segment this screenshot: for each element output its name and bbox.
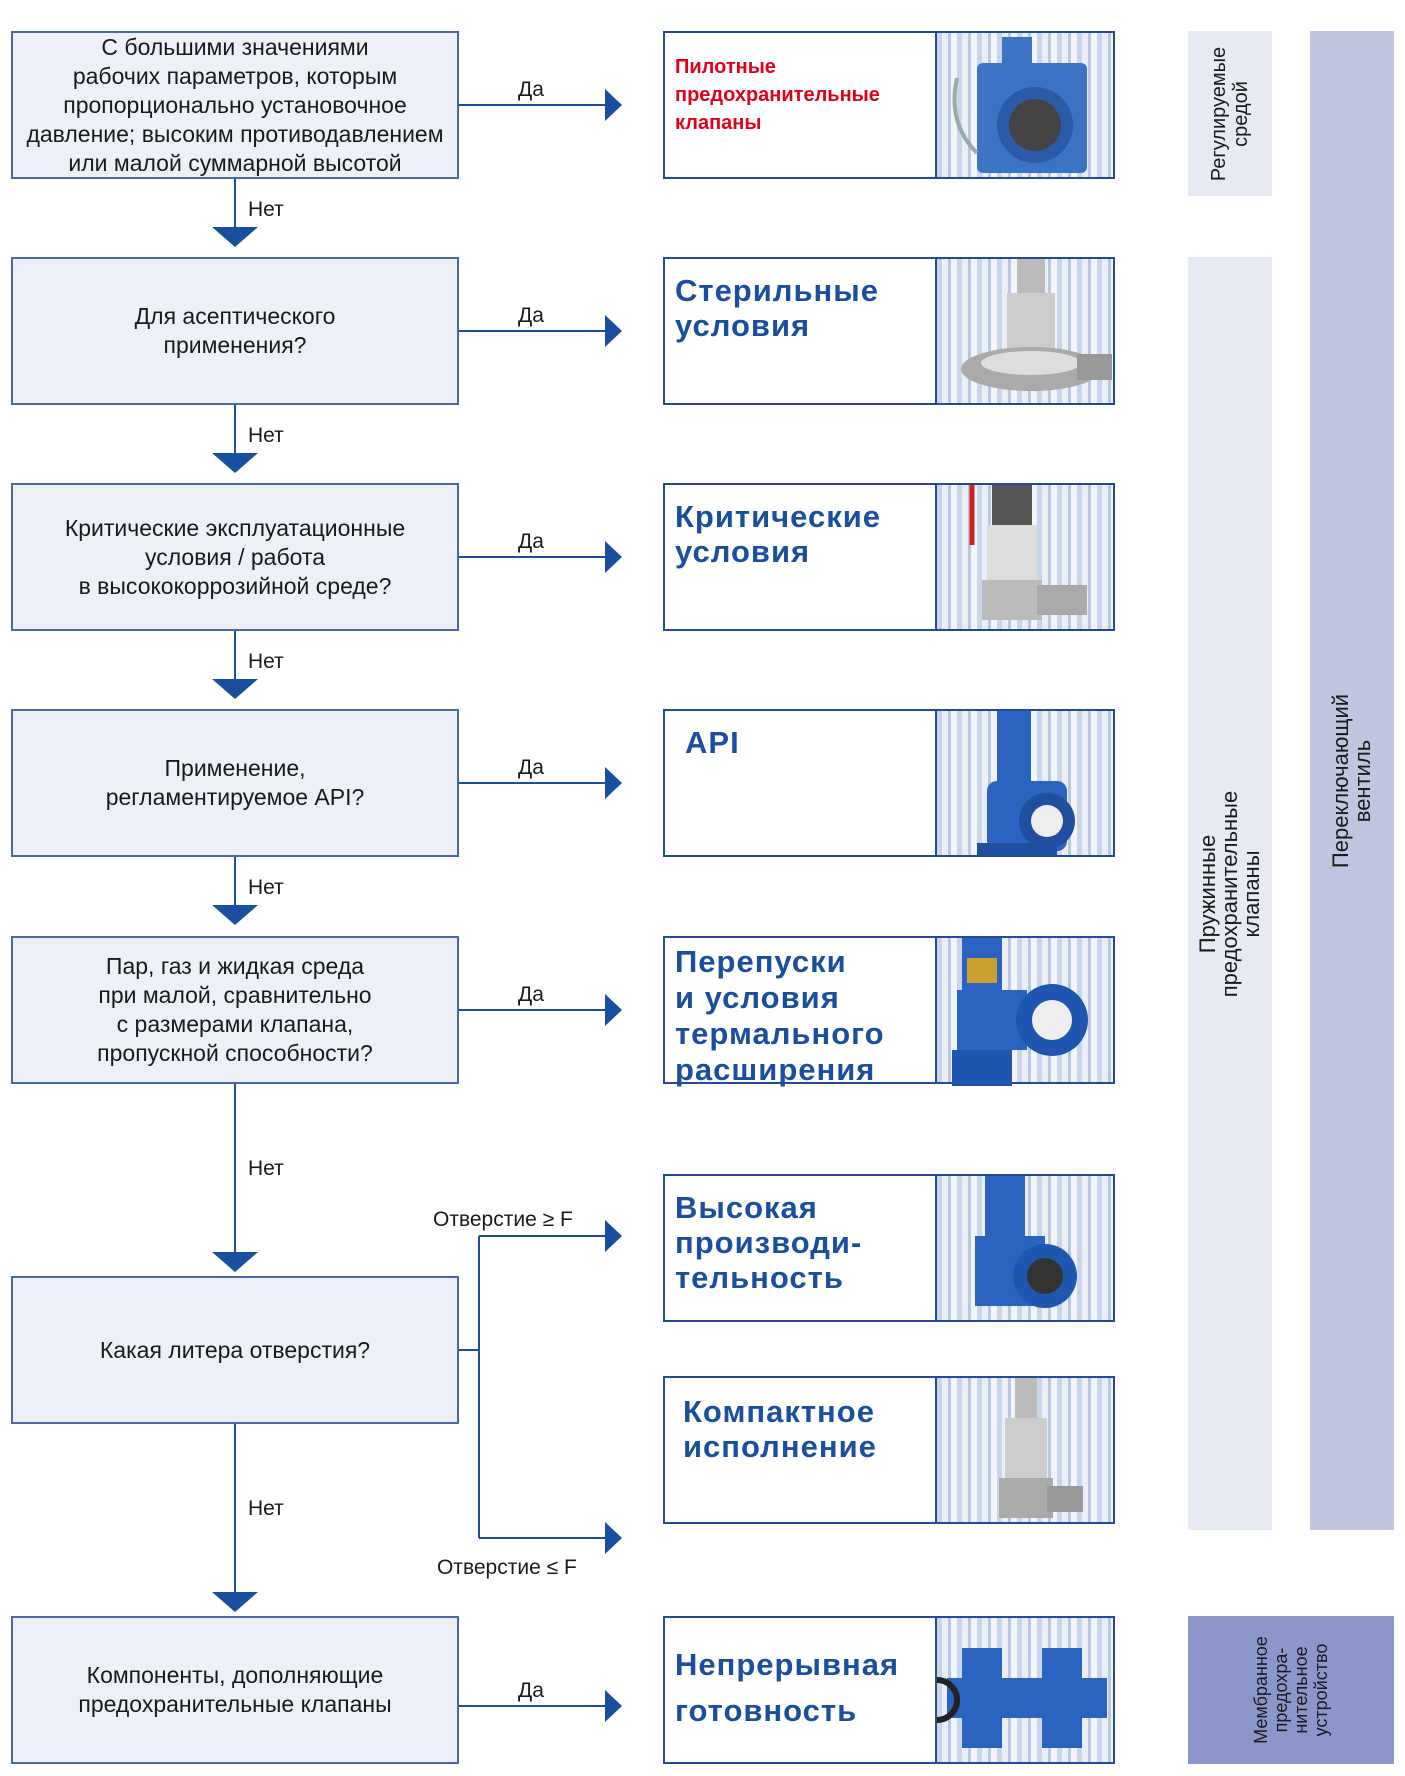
no-label: Нет	[248, 650, 284, 673]
yes-label: Да	[518, 304, 544, 327]
arrow-yes-2	[605, 315, 622, 347]
side-label-membrane: Мембранное предохра- нительное устройств…	[1251, 1636, 1331, 1744]
side-panel-membrane: Мембранное предохра- нительное устройств…	[1188, 1616, 1394, 1764]
card-title: API	[685, 725, 740, 760]
card-title: Критические условия	[675, 499, 882, 569]
question-text: Какая литера отверстия?	[99, 1336, 371, 1363]
question-text: Для асептического применения?	[134, 303, 336, 358]
side-panel-medium-operated: Регулируемые средой	[1188, 31, 1272, 196]
bypass-valve-icon	[937, 910, 1113, 1086]
card-title: Высокая производи- тельность	[675, 1190, 863, 1295]
high-capacity-valve-icon	[937, 1166, 1113, 1320]
question-box-7: Компоненты, дополняющие предохранительны…	[11, 1616, 459, 1764]
question-text: Компоненты, дополняющие предохранительны…	[78, 1662, 392, 1717]
question-box-4: Применение, регламентируемое API?	[11, 709, 459, 857]
question-box-6: Какая литера отверстия?	[11, 1276, 459, 1424]
arrow-yes-4	[605, 767, 622, 799]
orifice-le-label: Отверстие ≤ F	[437, 1556, 577, 1579]
result-card-api: API	[663, 691, 1115, 857]
question-box-2: Для асептического применения?	[11, 257, 459, 405]
arrow-no-4	[212, 905, 258, 925]
api-valve-icon	[937, 691, 1113, 857]
result-card-critical: Критические условия	[663, 455, 1115, 631]
question-text: Применение, регламентируемое API?	[105, 755, 365, 810]
changeover-valve-icon	[914, 1618, 1113, 1762]
result-card-pilot: Пилотные предохранительные клапаны	[663, 31, 1115, 179]
question-box-1: С большими значениями рабочих параметров…	[11, 31, 459, 179]
no-label: Нет	[248, 876, 284, 899]
question-text: Критические эксплуатационные условия / р…	[64, 514, 406, 599]
arrow-no-2	[212, 453, 258, 473]
arrow-no-1	[212, 227, 258, 247]
arrow-no-6	[212, 1592, 258, 1612]
result-card-bypass: Перепуски и условия термального расширен…	[663, 910, 1115, 1087]
question-box-3: Критические эксплуатационные условия / р…	[11, 483, 459, 631]
yes-label: Да	[518, 530, 544, 553]
question-text: Пар, газ и жидкая среда при малой, сравн…	[97, 953, 373, 1066]
card-title: Пилотные предохранительные клапаны	[675, 56, 880, 134]
side-label-spring: Пружинные предохранительные клапаны	[1195, 790, 1264, 997]
yes-label: Да	[518, 756, 544, 779]
result-card-compact: Компактное исполнение	[663, 1358, 1115, 1524]
yes-label: Да	[518, 78, 544, 101]
sterile-valve-icon	[937, 253, 1113, 403]
critical-valve-icon	[937, 455, 1113, 629]
arrow-no-3	[212, 679, 258, 699]
arrow-orifice-ge	[605, 1220, 622, 1252]
card-title: Компактное исполнение	[683, 1394, 877, 1464]
arrow-yes-5	[605, 994, 622, 1026]
side-panel-spring-loaded: Пружинные предохранительные клапаны	[1188, 257, 1272, 1530]
compact-valve-icon	[937, 1358, 1113, 1522]
arrow-yes-1	[605, 89, 622, 121]
no-label: Нет	[248, 1497, 284, 1520]
arrow-no-5	[212, 1252, 258, 1272]
pilot-valve-icon	[937, 33, 1113, 177]
side-label-changeover: Переключающий вентиль	[1328, 693, 1375, 868]
orifice-ge-label: Отверстие ≥ F	[433, 1208, 573, 1231]
no-label: Нет	[248, 1157, 284, 1180]
yes-label: Да	[518, 983, 544, 1006]
question-box-5: Пар, газ и жидкая среда при малой, сравн…	[11, 936, 459, 1084]
arrow-yes-7	[605, 1690, 622, 1722]
side-panel-changeover: Переключающий вентиль	[1310, 31, 1394, 1530]
side-label-medium: Регулируемые средой	[1208, 46, 1253, 181]
result-card-sterile: Стерильные условия	[663, 253, 1115, 405]
card-title: Перепуски и условия термального расширен…	[675, 944, 885, 1087]
result-card-high-capacity: Высокая производи- тельность	[663, 1166, 1115, 1322]
no-label: Нет	[248, 198, 284, 221]
arrow-yes-3	[605, 541, 622, 573]
result-card-changeover: Непрерывная готовность	[663, 1616, 1115, 1764]
no-label: Нет	[248, 424, 284, 447]
arrow-orifice-le	[605, 1522, 622, 1554]
yes-label: Да	[518, 1679, 544, 1702]
card-title: Непрерывная готовность	[675, 1647, 900, 1728]
question-text: С большими значениями рабочих параметров…	[26, 33, 444, 176]
card-title: Стерильные условия	[675, 273, 879, 343]
